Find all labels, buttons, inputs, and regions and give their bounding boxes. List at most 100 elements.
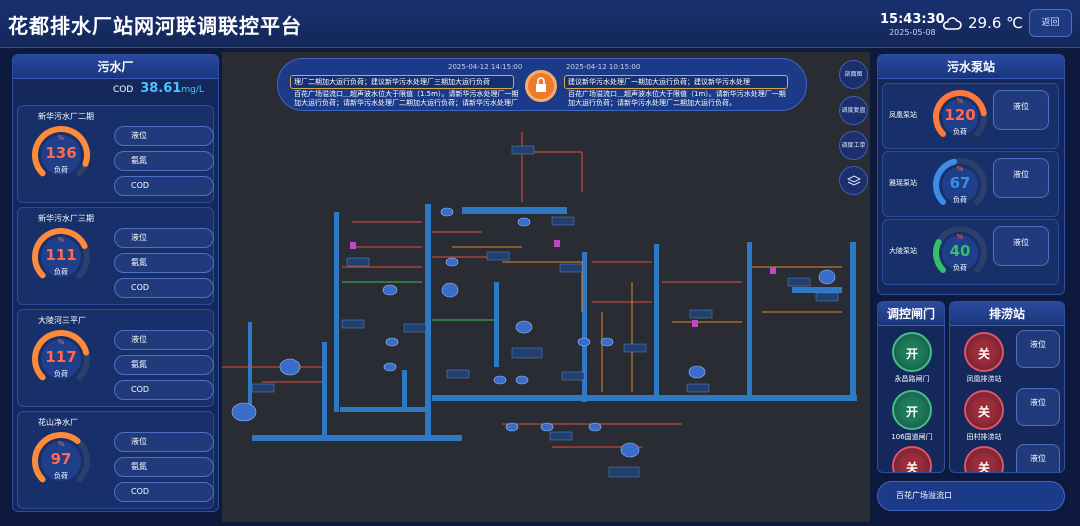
drainage-name: 凤凰排涝站 xyxy=(966,375,1002,383)
overflow-outlet-selector[interactable]: 百花广场溢流口 xyxy=(877,481,1065,511)
network-map[interactable] xyxy=(222,52,870,522)
percent-symbol: % xyxy=(956,97,964,105)
pump-card[interactable]: 大陵泵站 % 40 负荷 液位 xyxy=(882,219,1059,285)
cod-button[interactable]: COD xyxy=(114,380,214,400)
left-alert-date: 2025-04-12 14:15:00 xyxy=(448,63,523,71)
plant-name: 花山净水厂 xyxy=(38,418,78,427)
load-value: 136 xyxy=(45,144,77,162)
level-button[interactable]: 液位 xyxy=(1016,444,1060,472)
gate-name: 永昌路闸门 xyxy=(894,375,930,383)
ammonia-button[interactable]: 氨氮 xyxy=(114,457,214,477)
gate-control-panel: 调控闸门 开 永昌路闸门 开 106国道闸门 关 凡大路闸门 xyxy=(877,301,945,473)
pump-station-title: 污水泵站 xyxy=(878,55,1064,79)
profile-view-button[interactable]: 剖面图 xyxy=(839,60,868,89)
clock: 15:43:30 2025-05-08 xyxy=(880,12,945,37)
pump-name: 大陵泵站 xyxy=(889,247,917,255)
drainage-station-title: 排涝站 xyxy=(950,302,1064,326)
right-alert-detail: 百花广场溢流口＿超声波水位大于限值（1m）。请新华污水处理厂一期 加大运行负荷；… xyxy=(568,90,798,108)
level-button[interactable]: 液位 xyxy=(1016,330,1060,368)
right-alert-date: 2025-04-12 10:15:00 xyxy=(566,63,641,71)
level-button[interactable]: 液位 xyxy=(114,432,214,452)
gate-item: 开 106国道闸门 xyxy=(884,390,940,442)
left-alert-message[interactable]: 理厂二期加大运行负荷；建议新华污水处理厂三期加大运行负荷 xyxy=(290,75,514,89)
gauge-fill-arc xyxy=(32,330,90,381)
alarm-lock-icon[interactable] xyxy=(525,70,557,102)
ammonia-button[interactable]: 氨氮 xyxy=(114,151,214,171)
cod-value: 38.61 xyxy=(140,81,182,96)
load-gauge: % 136 负荷 xyxy=(30,124,92,186)
plant-card[interactable]: 新华污水厂三期 % 111 负荷 液位 氨氮 COD xyxy=(17,207,214,305)
cod-label: COD xyxy=(113,85,134,95)
current-time: 15:43:30 xyxy=(880,12,945,27)
app-title: 花都排水厂站网河联调联控平台 xyxy=(8,14,302,38)
gauge-fill-arc xyxy=(32,432,81,483)
ammonia-button[interactable]: 氨氮 xyxy=(114,355,214,375)
load-label: 负荷 xyxy=(953,196,967,204)
pump-card[interactable]: 凤凰泵站 % 120 负荷 液位 xyxy=(882,83,1059,149)
load-label: 负荷 xyxy=(54,370,68,378)
plant-card[interactable]: 大陵河三平厂 % 117 负荷 液位 氨氮 COD xyxy=(17,309,214,407)
weather-widget: 29.6 ℃ xyxy=(942,14,1023,32)
load-gauge: % 117 负荷 xyxy=(30,328,92,390)
dispatch-review-button[interactable]: 调度复盘 xyxy=(839,96,868,125)
left-alert-line1: 百花广场溢流口＿超声波水位大于限值（1.5m）。请新华污水处理厂一期 xyxy=(294,90,519,98)
plant-name: 新华污水厂二期 xyxy=(38,112,94,121)
drainage-toggle-button[interactable]: 关 xyxy=(964,390,1004,430)
gauge-fill-arc xyxy=(32,126,90,177)
gate-control-title: 调控闸门 xyxy=(878,302,944,326)
percent-symbol: % xyxy=(57,236,65,244)
level-button[interactable]: 液位 xyxy=(993,226,1049,266)
plant-name: 大陵河三平厂 xyxy=(38,316,86,325)
cod-button[interactable]: COD xyxy=(114,278,214,298)
gate-toggle-button[interactable]: 开 xyxy=(892,390,932,430)
cod-button[interactable]: COD xyxy=(114,176,214,196)
load-label: 负荷 xyxy=(54,268,68,276)
pump-card[interactable]: 雅瑶泵站 % 67 负荷 液位 xyxy=(882,151,1059,217)
load-value: 120 xyxy=(944,106,976,124)
load-label: 负荷 xyxy=(54,472,68,480)
load-gauge: % 97 负荷 xyxy=(30,430,92,492)
level-button[interactable]: 液位 xyxy=(993,90,1049,130)
sewage-plant-panel: 污水厂 COD 38.61mg/L 新华污水厂二期 % 136 负荷 液位 氨氮… xyxy=(12,54,219,512)
right-alert-line1: 百花广场溢流口＿超声波水位大于限值（1m）。请新华污水处理厂一期 xyxy=(568,90,786,98)
pipe-network-diagram[interactable] xyxy=(222,52,870,522)
load-label: 负荷 xyxy=(953,264,967,272)
level-button[interactable]: 液位 xyxy=(993,158,1049,198)
drainage-name: 田村排涝站 xyxy=(966,433,1002,441)
load-gauge: % 111 负荷 xyxy=(30,226,92,288)
gate-item: 关 凡大路闸门 xyxy=(884,446,940,472)
drainage-item: 关 凤凰排涝站 xyxy=(954,332,1014,384)
right-alert-line2: 加大运行负荷；请新华污水处理厂二期加大运行负荷。 xyxy=(568,99,736,107)
level-button[interactable]: 液位 xyxy=(114,228,214,248)
ammonia-button[interactable]: 氨氮 xyxy=(114,253,214,273)
dispatch-ticket-button[interactable]: 调度工单 xyxy=(839,131,868,160)
percent-symbol: % xyxy=(956,233,964,241)
drainage-toggle-button[interactable]: 关 xyxy=(964,332,1004,372)
load-value: 40 xyxy=(949,242,971,260)
drainage-station-panel: 排涝站 关 凤凰排涝站液位 关 田村排涝站液位 关 液位 xyxy=(949,301,1065,473)
load-gauge: % 40 负荷 xyxy=(931,224,989,282)
back-button[interactable]: 返回 xyxy=(1029,9,1072,37)
cod-button[interactable]: COD xyxy=(114,482,214,502)
right-alert-message[interactable]: 建议新华污水处理厂一期加大运行负荷；建议新华污水处理 xyxy=(564,75,788,89)
layers-button[interactable] xyxy=(839,166,868,195)
gate-toggle-button[interactable]: 关 xyxy=(892,446,932,472)
gate-name: 106国道闸门 xyxy=(891,433,933,441)
plant-name: 新华污水厂三期 xyxy=(38,214,94,223)
alert-notification-bar[interactable]: 2025-04-12 14:15:00 理厂二期加大运行负荷；建议新华污水处理厂… xyxy=(277,58,807,111)
level-button[interactable]: 液位 xyxy=(114,330,214,350)
gate-item: 开 永昌路闸门 xyxy=(884,332,940,384)
pump-name: 雅瑶泵站 xyxy=(889,179,917,187)
plant-card[interactable]: 花山净水厂 % 97 负荷 液位 氨氮 COD xyxy=(17,411,214,509)
temperature: 29.6 ℃ xyxy=(968,14,1024,32)
sewage-plant-title: 污水厂 xyxy=(13,55,218,79)
gate-toggle-button[interactable]: 开 xyxy=(892,332,932,372)
level-button[interactable]: 液位 xyxy=(114,126,214,146)
level-button[interactable]: 液位 xyxy=(1016,388,1060,426)
gauge-fill-arc xyxy=(933,158,958,205)
drainage-toggle-button[interactable]: 关 xyxy=(964,446,1004,472)
plant-card[interactable]: 新华污水厂二期 % 136 负荷 液位 氨氮 COD xyxy=(17,105,214,203)
drainage-item: 关 xyxy=(954,446,1014,472)
pump-station-panel: 污水泵站 凤凰泵站 % 120 负荷 液位 雅瑶泵站 % 67 负荷 液位 大陵… xyxy=(877,54,1065,295)
load-label: 负荷 xyxy=(54,166,68,174)
